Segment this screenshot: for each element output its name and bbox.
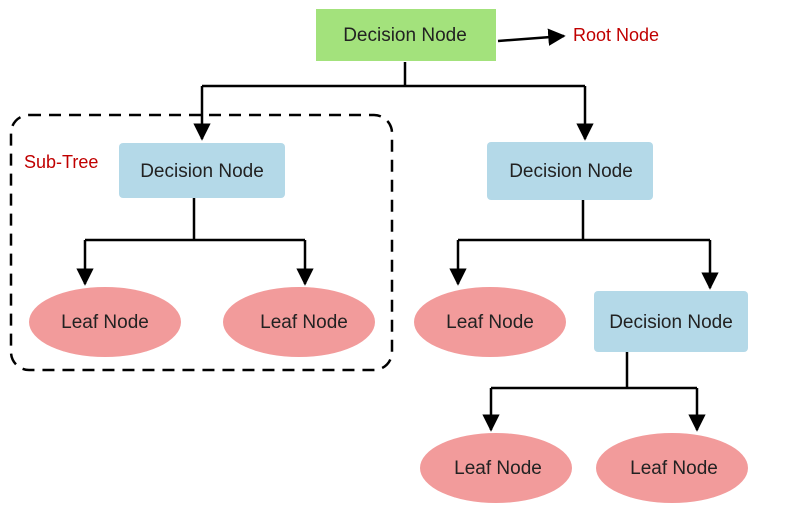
subtree-decision-label: Decision Node <box>140 161 264 182</box>
leaf-label: Leaf Node <box>630 458 718 479</box>
root-annotation-arrow <box>497 28 566 46</box>
leaf-ellipse <box>414 287 566 357</box>
child-leaf-node-1: Leaf Node <box>420 433 572 503</box>
leaf-ellipse <box>223 287 375 357</box>
leaf-ellipse <box>596 433 748 503</box>
leaf-ellipse <box>420 433 572 503</box>
leaf-ellipse <box>29 287 181 357</box>
root-node-box <box>316 9 496 61</box>
right-leaf-node: Leaf Node <box>414 287 566 357</box>
subtree-decision-box <box>119 143 285 198</box>
leaf-label: Leaf Node <box>260 312 348 333</box>
right-decision-label: Decision Node <box>509 161 633 182</box>
right-decision-node: Decision Node <box>487 142 653 200</box>
right-decision-box <box>487 142 653 200</box>
root-node-annotation: Root Node <box>573 25 659 45</box>
leaf-label: Leaf Node <box>454 458 542 479</box>
subtree-boundary <box>9 113 394 372</box>
leaf-label: Leaf Node <box>61 312 149 333</box>
root-node-label: Decision Node <box>343 25 467 46</box>
subtree-annotation: Sub-Tree <box>24 152 98 172</box>
child-decision-node: Decision Node <box>594 291 748 352</box>
connectors <box>76 28 719 432</box>
root-node: Decision Node <box>316 9 496 61</box>
leaf-label: Leaf Node <box>446 312 534 333</box>
subtree-decision-node: Decision Node <box>119 143 285 198</box>
child-decision-label: Decision Node <box>609 312 733 333</box>
child-decision-box <box>594 291 748 352</box>
subtree-leaf-node-2: Leaf Node <box>223 287 375 357</box>
subtree-leaf-node-1: Leaf Node <box>29 287 181 357</box>
child-leaf-node-2: Leaf Node <box>596 433 748 503</box>
